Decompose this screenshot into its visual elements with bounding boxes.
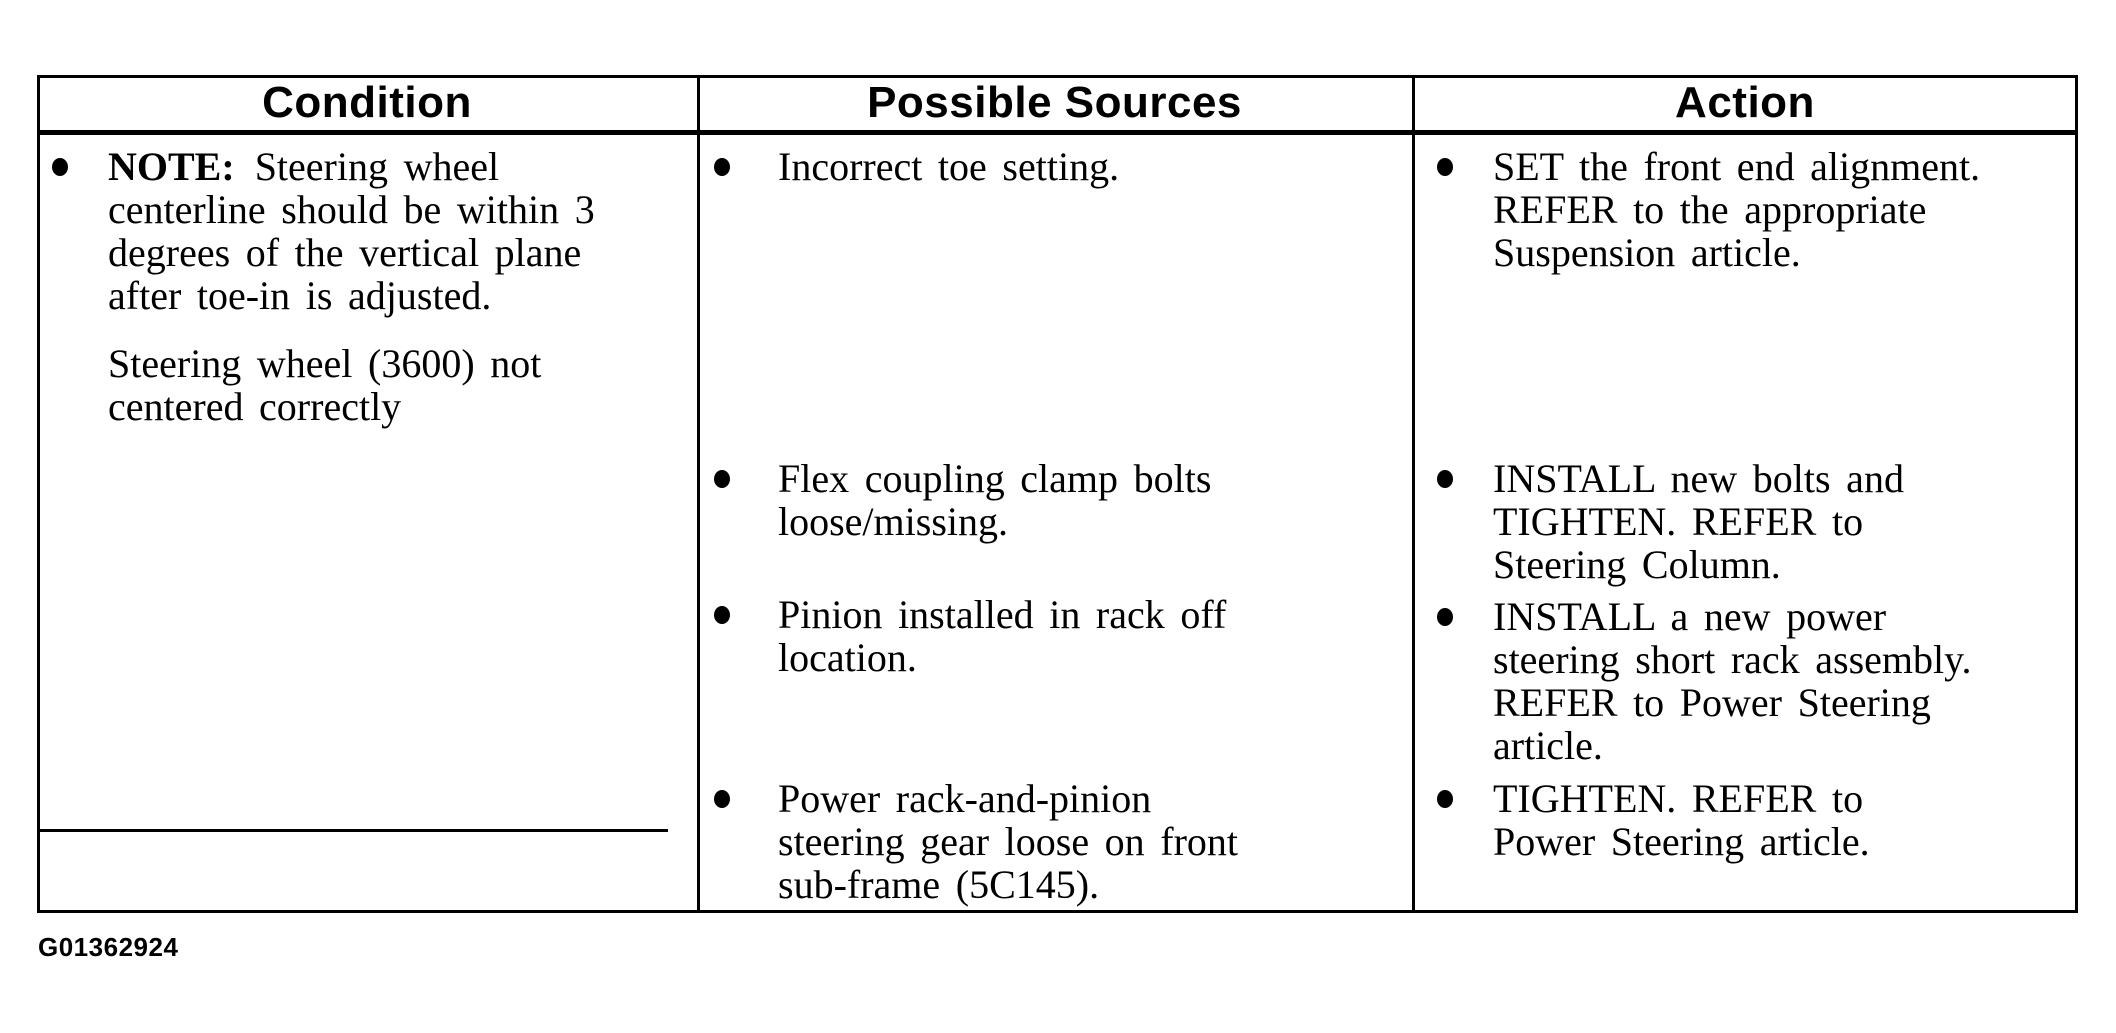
header-underline (37, 130, 2078, 135)
source-line: sub-frame (5C145). (778, 862, 1100, 907)
source-item: Power rack-and-pinion steering gear loos… (778, 777, 1383, 906)
bullet-icon (1437, 158, 1453, 176)
source-line: Incorrect toe setting. (778, 144, 1120, 189)
action-line: REFER to Power Steering (1493, 680, 1931, 725)
condition-statement-paragraph: Steering wheel (3600) not centered corre… (108, 342, 688, 428)
action-line: TIGHTEN. REFER to (1493, 776, 1864, 821)
source-line: steering gear loose on front (778, 819, 1239, 864)
bullet-icon (1437, 790, 1453, 808)
action-item: SET the front end alignment. REFER to th… (1493, 145, 2058, 274)
action-line: REFER to the appropriate (1493, 187, 1927, 232)
action-line: TIGHTEN. REFER to (1493, 499, 1864, 544)
action-line: steering short rack assembly. (1493, 637, 1972, 682)
source-line: Pinion installed in rack off (778, 592, 1227, 637)
figure-id-label: G01362924 (38, 932, 179, 962)
bullet-icon (1437, 470, 1453, 488)
bullet-icon (52, 158, 68, 176)
bullet-icon (714, 158, 730, 176)
action-item: INSTALL a new power steering short rack … (1493, 595, 2058, 767)
source-line: loose/missing. (778, 499, 1009, 544)
column-divider-1 (697, 75, 700, 913)
action-item: INSTALL new bolts and TIGHTEN. REFER to … (1493, 457, 2058, 586)
bullet-icon (1437, 608, 1453, 626)
diagnostic-table (37, 75, 2078, 913)
source-item: Flex coupling clamp bolts loose/missing. (778, 457, 1383, 543)
action-line: article. (1493, 723, 1603, 768)
source-line: location. (778, 635, 917, 680)
source-item: Pinion installed in rack off location. (778, 593, 1383, 679)
action-line: INSTALL a new power (1493, 594, 1887, 639)
bullet-icon (714, 470, 730, 488)
action-item: TIGHTEN. REFER to Power Steering article… (1493, 777, 2058, 863)
action-line: Power Steering article. (1493, 819, 1870, 864)
condition-note-line: NOTE:Steering wheel (108, 144, 500, 189)
bullet-icon (714, 790, 730, 808)
condition-note-line: centerline should be within 3 (108, 187, 595, 232)
column-header-possible-sources: Possible Sources (867, 78, 1242, 127)
source-item: Incorrect toe setting. (778, 145, 1383, 188)
bullet-icon (714, 606, 730, 624)
action-line: INSTALL new bolts and (1493, 456, 1904, 501)
condition-note-paragraph: NOTE:Steering wheel centerline should be… (108, 145, 688, 317)
note-label: NOTE: (108, 144, 235, 189)
action-line: Steering Column. (1493, 542, 1781, 587)
condition-statement-line: Steering wheel (3600) not (108, 341, 542, 386)
action-line: SET the front end alignment. (1493, 144, 1981, 189)
column-divider-2 (1412, 75, 1415, 913)
condition-row-divider (40, 829, 668, 832)
condition-statement-line: centered correctly (108, 384, 402, 429)
column-header-action: Action (1675, 78, 1815, 127)
action-line: Suspension article. (1493, 230, 1801, 275)
condition-note-line: degrees of the vertical plane (108, 230, 582, 275)
source-line: Power rack-and-pinion (778, 776, 1152, 821)
condition-note-line: after toe-in is adjusted. (108, 273, 492, 318)
source-line: Flex coupling clamp bolts (778, 456, 1212, 501)
column-header-condition: Condition (262, 78, 472, 127)
